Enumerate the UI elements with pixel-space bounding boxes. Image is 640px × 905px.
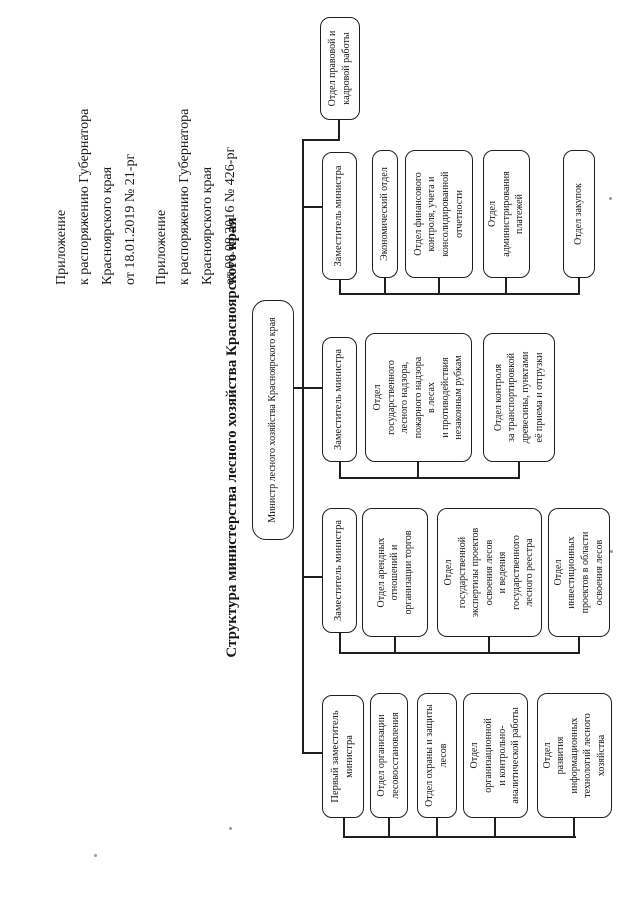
connector-stub	[505, 278, 507, 295]
department-box: Отдел организации лесовосстановления	[370, 693, 408, 818]
connector-rail-4	[339, 293, 580, 295]
deputy-head-box: Заместитель министра	[322, 337, 357, 462]
deputy-head-box: Заместитель министра	[322, 508, 357, 633]
scan-speck	[229, 827, 232, 830]
department-box: Отдел государственного лесного надзора, …	[365, 333, 472, 462]
connector-stub	[578, 278, 580, 295]
deputy-head-box: Заместитель министра	[322, 152, 357, 280]
connector-head-drop-2	[302, 576, 322, 578]
scan-speck	[610, 550, 613, 553]
department-box: Отдел государственной экспертизы проекто…	[437, 508, 542, 637]
department-box: Отдел охраны и защиты лесов	[417, 693, 457, 818]
connector-head-drop-3	[302, 387, 322, 389]
department-box: Отдел развития информационных технологий…	[537, 693, 612, 818]
connector-stub	[339, 633, 341, 654]
connector-stub	[394, 637, 396, 654]
note-line: Приложение	[154, 209, 169, 285]
legal-hr-department-box: Отдел правовой и кадровой работы	[320, 17, 360, 120]
connector-stub	[488, 637, 490, 654]
note-line: Красноярского края	[100, 166, 115, 285]
connector-stub	[573, 818, 575, 838]
department-box: Отдел администрирования платежей	[483, 150, 530, 278]
appendix-note-1: Приложение к распоряжению Губернатора Кр…	[50, 109, 142, 285]
scan-speck	[609, 197, 612, 200]
chart-title: Структура министерства лесного хозяйства…	[224, 217, 240, 658]
note-line: Приложение	[54, 209, 69, 285]
connector-stub	[339, 462, 341, 479]
connector-legal-vert	[302, 139, 340, 141]
department-box: Экономический отдел	[372, 150, 398, 278]
connector-trunk	[302, 139, 304, 753]
connector-stub	[494, 818, 496, 838]
connector-stub	[578, 637, 580, 654]
department-box: Отдел организационной и контрольно- анал…	[463, 693, 528, 818]
note-line: к распоряжению Губернатора	[77, 108, 92, 285]
note-line: к распоряжению Губернатора	[177, 108, 192, 285]
first-deputy-head-box: Первый заместитель министра	[322, 695, 364, 818]
connector-head-drop-4	[302, 206, 322, 208]
connector-stub	[343, 818, 345, 838]
connector-stub	[436, 818, 438, 838]
connector-head-drop-1	[302, 752, 322, 754]
department-box: Отдел арендных отношений и организации т…	[362, 508, 428, 637]
connector-stub	[388, 818, 390, 838]
connector-rail-2	[339, 652, 580, 654]
note-line: Красноярского края	[200, 166, 215, 285]
department-box: Отдел контроля за транспортировкой древе…	[483, 333, 555, 462]
minister-box: Министр лесного хозяйства Красноярского …	[252, 300, 294, 540]
connector-legal-horiz	[338, 120, 340, 141]
note-line: от 18.01.2019 № 21-рг	[123, 153, 138, 285]
department-box: Отдел инвестиционных проектов в области …	[548, 508, 610, 637]
connector-stub	[339, 280, 341, 295]
connector-rail-1	[343, 836, 576, 838]
connector-stub	[438, 278, 440, 295]
connector-stub	[518, 462, 520, 479]
department-box: Отдел финансового контроля, учета и конс…	[405, 150, 473, 278]
scan-speck	[94, 854, 97, 857]
department-box: Отдел закупок	[563, 150, 595, 278]
connector-stub	[384, 278, 386, 295]
connector-rail-3	[339, 477, 520, 479]
connector-stub	[417, 462, 419, 479]
